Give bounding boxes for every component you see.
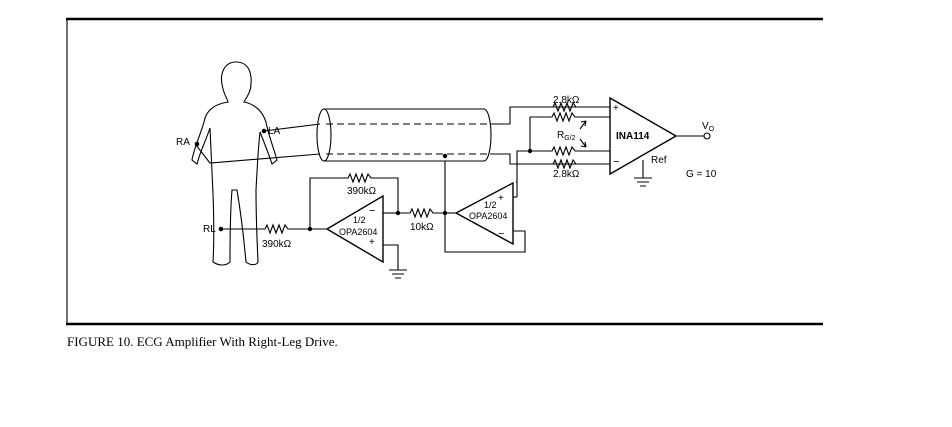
la-label: LA [268,126,281,137]
ina114-minus: − [613,156,619,168]
ra-signal-wire [490,153,610,165]
opamp1-half-label: 1/2 [353,215,366,225]
resistor-390k-feedback [309,172,399,229]
vo-label: VO [702,121,715,133]
ra-lead [195,144,321,164]
resistor-390k-input-label: 390kΩ [262,239,292,250]
opamp1-plus-ground [383,244,407,279]
figure-frame [66,17,823,326]
opamp1-minus-label: − [369,205,375,217]
resistor-rg2-upper [530,111,610,123]
ra-label: RA [176,137,190,148]
figure-caption: FIGURE 10. ECG Amplifier With Right-Leg … [67,334,338,349]
opamp2-triangle [454,181,514,246]
ina114-ref-label: Ref [651,155,667,166]
opamp2-plus-label: + [498,193,504,204]
rg-wiper-arrow-upper [579,120,587,130]
cable-shield-node [442,153,448,159]
la-electrode [261,128,267,134]
vo-terminal [703,132,711,140]
opamp2-half-label: 1/2 [484,200,497,210]
resistor-2k8-top-label: 2.8kΩ [553,95,580,106]
opamp1-name-label: OPA2604 [339,227,377,237]
common-mode-wire [516,150,530,183]
resistor-10k [398,207,445,219]
resistor-390k-feedback-label: 390kΩ [347,186,377,197]
human-body-outline [191,61,278,266]
rl-label: RL [203,224,216,235]
shielded-cable [316,108,492,213]
ra-electrode [194,141,200,147]
ina114-label: INA114 [616,131,650,142]
resistor-2k8-top [520,101,610,113]
opamp2-minus-label: − [498,228,504,240]
ina114-plus: + [613,103,619,114]
resistor-2k8-bottom-label: 2.8kΩ [553,169,580,180]
la-signal-wire [490,106,610,125]
resistor-10k-label: 10kΩ [410,222,434,233]
la-lead [263,123,321,132]
ina114-amplifier [609,96,678,176]
resistor-390k-input [221,223,310,235]
opamp1-plus-label: + [369,237,375,248]
rg-label: RG/2 [557,130,576,142]
gain-label: G = 10 [686,169,717,180]
opamp2-feedback-wire [444,213,526,253]
ina114-ref-ground [634,160,652,187]
resistor-rg2-lower [530,145,610,157]
opamp2-name-label: OPA2604 [469,211,507,221]
rg-wiper-arrow-lower [579,138,587,148]
resistor-2k8-bottom [520,158,610,170]
opamp1-triangle [325,194,384,264]
